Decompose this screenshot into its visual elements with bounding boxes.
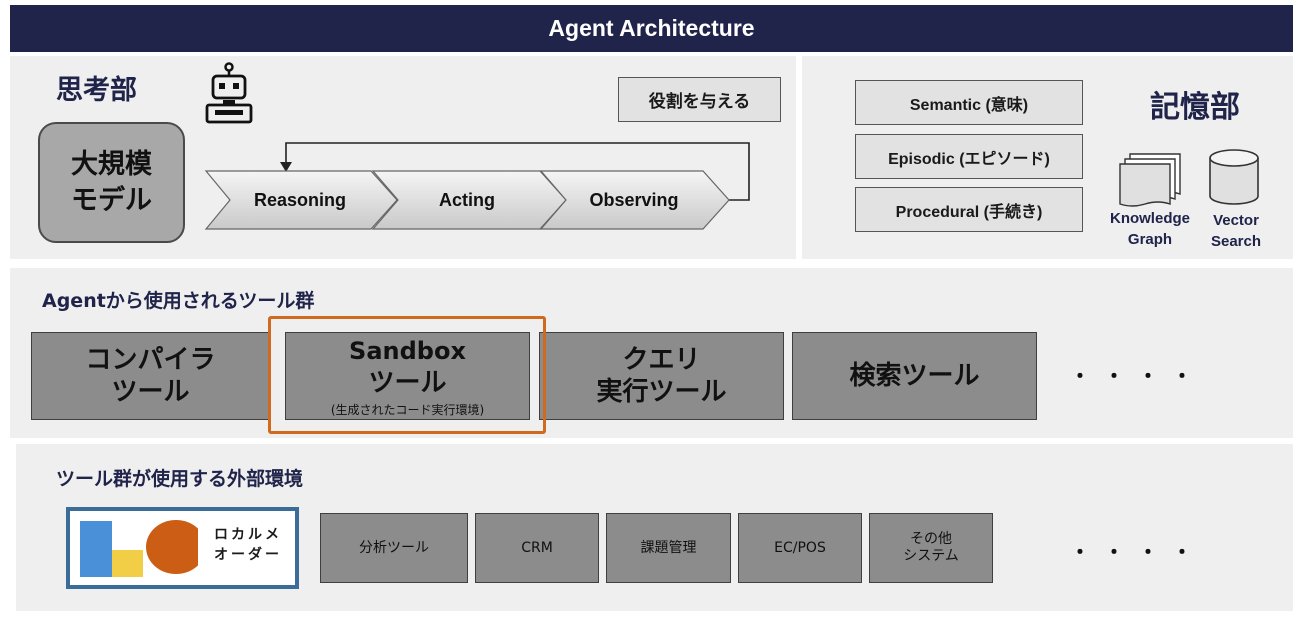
logo-text-line2: オーダー <box>214 547 282 563</box>
model-line1: 大規模 <box>71 148 152 180</box>
logo-text: ロカルメ オーダー <box>214 525 282 565</box>
knowledge-graph-label: Knowledge Graph <box>1098 208 1202 250</box>
step-observing: Observing <box>589 190 678 210</box>
logo-mark <box>80 520 198 577</box>
robot-icon <box>205 62 253 124</box>
loop-arrow <box>285 142 750 201</box>
ext-other-line2: システム <box>903 548 959 564</box>
sandbox-tool: Sandbox ツール (生成されたコード実行環境) <box>285 332 530 420</box>
ext-ec-pos: EC/POS <box>738 513 862 583</box>
vector-search-label: Vector Search <box>1196 210 1276 252</box>
vector-search-line2: Search <box>1210 233 1262 250</box>
sandbox-note: (生成されたコード実行環境) <box>330 402 485 417</box>
database-icon <box>1209 149 1259 205</box>
memory-semantic: Semantic (意味) <box>855 80 1083 125</box>
sandbox-line1: Sandbox <box>349 336 466 365</box>
query-line2: 実行ツール <box>596 377 727 407</box>
knowledge-graph-line1: Knowledge <box>1109 210 1190 227</box>
knowledge-graph-icon <box>1119 153 1181 207</box>
loop-arrowhead <box>280 162 292 172</box>
chevron-acting <box>371 170 567 230</box>
thinking-title: 思考部 <box>56 75 137 106</box>
query-line1: クエリ <box>622 345 701 375</box>
search-tool: 検索ツール <box>792 332 1037 420</box>
knowledge-graph-line2: Graph <box>1127 231 1173 248</box>
memory-title: 記憶部 <box>1150 90 1240 125</box>
memory-episodic: Episodic (エピソード) <box>855 134 1083 179</box>
compiler-line1: コンパイラ <box>85 345 216 375</box>
compiler-line2: ツール <box>111 377 190 407</box>
tools-title: Agentから使用されるツール群 <box>42 290 315 312</box>
external-ellipsis: ・・・・ <box>1070 540 1206 564</box>
step-acting: Acting <box>439 190 495 210</box>
tools-ellipsis: ・・・・ <box>1070 364 1206 388</box>
ext-other-systems: その他 システム <box>869 513 993 583</box>
large-model-box: 大規模 モデル <box>38 122 185 243</box>
search-label: 検索ツール <box>849 361 980 391</box>
chevron-reasoning <box>204 170 398 230</box>
vector-search-line1: Vector <box>1213 212 1259 229</box>
react-loop: Reasoning Acting Observing <box>204 142 750 230</box>
locarme-order-logo: ロカルメ オーダー <box>66 507 299 589</box>
role-box: 役割を与える <box>618 77 781 122</box>
title-bar: Agent Architecture <box>10 5 1293 52</box>
memory-procedural: Procedural (手続き) <box>855 187 1083 232</box>
chevron-observing <box>539 170 730 230</box>
ext-analytics: 分析ツール <box>320 513 468 583</box>
compiler-tool: コンパイラ ツール <box>31 332 270 420</box>
model-line2: モデル <box>71 184 152 216</box>
page-title: Agent Architecture <box>548 15 755 41</box>
step-reasoning: Reasoning <box>254 190 346 210</box>
query-tool: クエリ 実行ツール <box>539 332 784 420</box>
ext-crm: CRM <box>475 513 599 583</box>
external-title: ツール群が使用する外部環境 <box>56 468 304 490</box>
sandbox-highlight <box>268 316 546 434</box>
logo-text-line1: ロカルメ <box>214 527 282 543</box>
ext-other-line1: その他 <box>910 531 952 547</box>
sandbox-line2: ツール <box>368 367 447 398</box>
ext-issue-tracking: 課題管理 <box>606 513 731 583</box>
